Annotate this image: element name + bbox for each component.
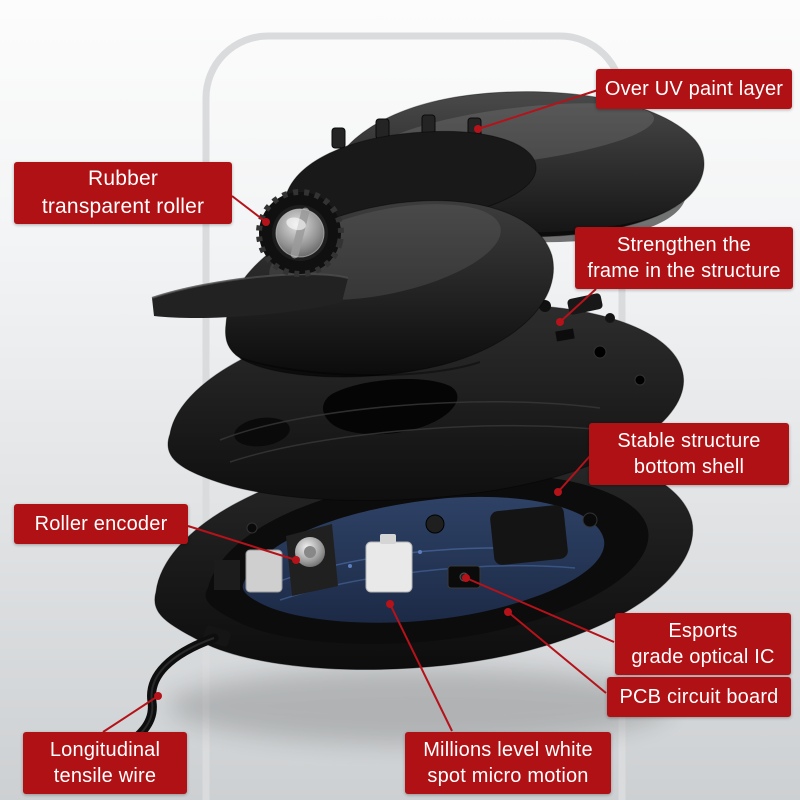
callout-line-esports-ic (465, 577, 615, 643)
callout-line-micro-motion (389, 603, 453, 732)
scroll-wheel (256, 189, 344, 277)
callout-line-uv-paint (477, 89, 599, 130)
callout-dot-roller-encoder (292, 556, 300, 564)
left-switch (245, 549, 283, 593)
label-over-uv-paint-layer: Over UV paint layer (596, 69, 792, 109)
mouse-bottom-shell (107, 446, 694, 757)
callout-dot-stable-bottom (554, 488, 562, 496)
battery-block (490, 505, 568, 565)
callout-dot-uv-paint (474, 125, 482, 133)
micro-switch (365, 541, 413, 593)
callout-dot-micro-motion (386, 600, 394, 608)
ground-shadow (168, 668, 672, 744)
callout-dot-rubber-roller (262, 218, 270, 226)
label-esports-grade-optical-ic: Esports grade optical IC (615, 613, 791, 675)
callout-line-roller-encoder (187, 525, 297, 561)
callout-line-rubber-roller (231, 195, 267, 223)
label-roller-encoder: Roller encoder (14, 504, 188, 544)
callout-line-tensile-wire (102, 695, 159, 733)
callout-dot-tensile-wire (154, 692, 162, 700)
callout-lines (102, 89, 615, 733)
callout-dot-esports-ic (462, 574, 470, 582)
label-pcb-circuit-board: PCB circuit board (607, 677, 791, 717)
callout-line-strengthen-frame (559, 288, 597, 323)
mouse-button-cover (284, 114, 537, 225)
label-strengthen-frame: Strengthen the frame in the structure (575, 227, 793, 289)
label-stable-structure-bottom-shell: Stable structure bottom shell (589, 423, 789, 485)
label-millions-level-micro-motion: Millions level white spot micro motion (405, 732, 611, 794)
label-longitudinal-tensile-wire: Longitudinal tensile wire (23, 732, 187, 794)
side-button-blade (151, 273, 349, 319)
label-rubber-transparent-roller: Rubber transparent roller (14, 162, 232, 224)
callout-line-pcb (507, 611, 607, 694)
callout-line-stable-bottom (557, 455, 591, 493)
callout-dot-pcb (504, 608, 512, 616)
callout-dot-strengthen-frame (556, 318, 564, 326)
